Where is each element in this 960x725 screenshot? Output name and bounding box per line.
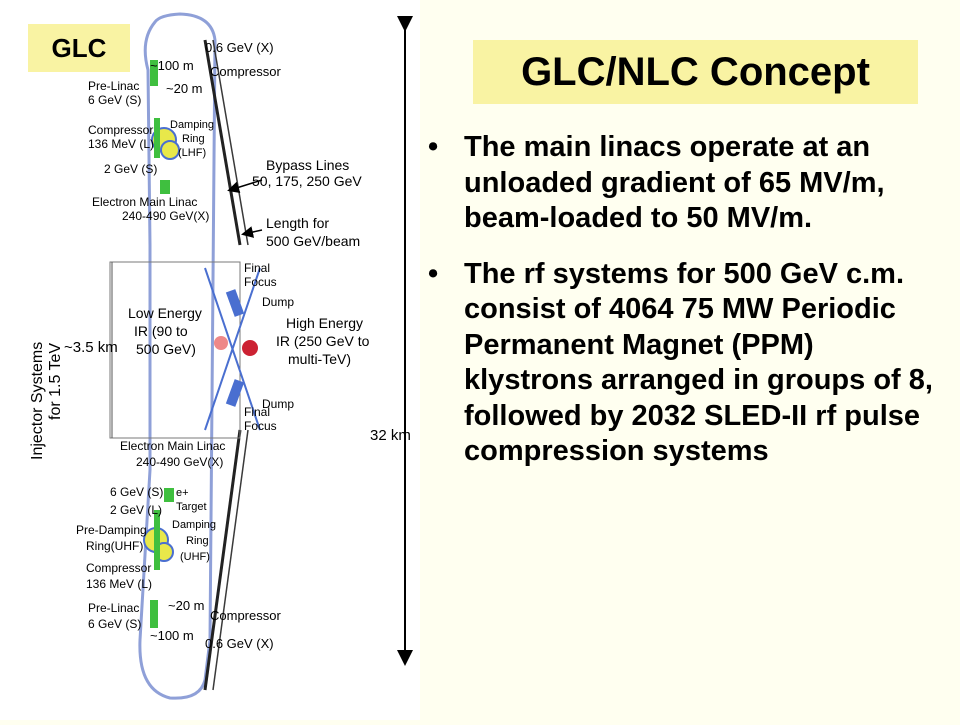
label-damping-top-2: Ring [182,133,205,145]
label-high-2: IR (250 GeV to [276,333,370,349]
bullet-text: The main linacs operate at an unloaded g… [464,131,885,234]
electron-main-linac-bottom [203,429,242,691]
label-length-1: Length for [266,215,329,231]
label-pre-damp-1: Pre-Damping [76,523,147,537]
label-eml-top-1: Electron Main Linac [92,195,197,209]
bullet-text: The rf systems for 500 GeV c.m. consist … [464,257,933,468]
label-prelinac-bottom-2: 6 GeV (S) [88,617,141,631]
label-6gev-bottom: 6 GeV (S) [110,485,163,499]
label-high-1: High Energy [286,315,363,331]
bullet-dot: • [428,257,439,290]
collider-layout-svg: ~100 m ~20 m Pre-Linac 6 GeV (S) 0.6 GeV… [29,12,413,700]
label-damping-bottom-2: Ring [186,535,209,547]
label-target: Target [176,501,207,513]
pre-linac-block-bottom [150,600,158,628]
linac-segment-bottom [154,510,160,570]
label-compressor-top: Compressor [210,64,281,79]
label-prelinac-bottom-1: Pre-Linac [88,601,139,615]
label-comp136-top-1: Compressor [88,123,153,137]
ir-crossing-line-2 [204,267,261,431]
label-prelinac-top-1: Pre-Linac [88,79,139,93]
label-eplus: e+ [176,487,189,499]
label-06gev-top: 0.6 GeV (X) [205,40,274,55]
final-focus-magnet-top [225,289,245,317]
bullet-list: • The main linacs operate at an unloaded… [424,130,944,490]
label-prelinac-top-2: 6 GeV (S) [88,93,141,107]
compressor-block-top [160,180,170,194]
bypass-leader [227,179,263,194]
label-20m-bottom: ~20 m [168,598,205,613]
label-low-1: Low Energy [128,305,202,321]
label-eml-top-2: 240-490 GeV(X) [122,209,209,223]
label-eml-bottom-1: Electron Main Linac [120,439,225,453]
label-3-5km: ~3.5 km [64,339,118,356]
ir-region-box [109,261,241,439]
label-06gev-bottom: 0.6 GeV (X) [205,636,274,651]
low-energy-ir-point [214,336,228,350]
label-100m-top: ~100 m [150,58,194,73]
bypass-line-bottom [212,429,249,691]
high-energy-ir-point [242,340,258,356]
label-length-2: 500 GeV/beam [266,233,360,249]
label-damping-bottom-3: (UHF) [180,551,210,563]
label-comp136-bottom-2: 136 MeV (L) [86,577,152,591]
label-pre-damp-2: Ring(UHF) [86,539,143,553]
outer-loop-outline [138,12,217,700]
label-compressor-bottom: Compressor [210,608,281,623]
label-2gev-bottom: 2 GeV (L) [110,503,162,517]
label-dump-bottom: Dump [262,397,294,411]
label-bypass-2: 50, 175, 250 GeV [252,173,362,189]
label-low-2: IR (90 to [134,323,188,339]
slide-title: GLC/NLC Concept [473,40,918,104]
label-injector-2: for 1.5 TeV [47,343,64,420]
glc-badge: GLC [28,24,130,72]
bullet-item: • The main linacs operate at an unloaded… [424,130,944,237]
label-low-3: 500 GeV) [136,341,196,357]
label-injector-1: Injector Systems [29,342,46,460]
collider-diagram: ~100 m ~20 m Pre-Linac 6 GeV (S) 0.6 GeV… [0,0,420,720]
label-20m-top: ~20 m [166,81,203,96]
label-damping-top-3: (LHF) [178,147,206,159]
label-final-bottom-1: Final [244,405,270,419]
final-focus-magnet-bottom [225,379,245,407]
label-final-top-1: Final [244,261,270,275]
pre-linac-block-top [150,60,158,86]
label-bypass-1: Bypass Lines [266,157,349,173]
bullet-item: • The rf systems for 500 GeV c.m. consis… [424,257,944,470]
positron-target-block [164,488,174,502]
label-100m-bottom: ~100 m [150,628,194,643]
label-comp136-bottom-1: Compressor [86,561,151,575]
label-dump-top: Dump [262,295,294,309]
label-2gev-top: 2 GeV (S) [104,162,157,176]
damping-ring-top-inner [160,140,180,160]
label-damping-top-1: Damping [170,119,214,131]
bypass-line-top [212,39,249,246]
electron-main-linac-top [203,39,242,246]
linac-segment-top [154,118,160,158]
label-eml-bottom-2: 240-490 GeV(X) [136,455,223,469]
label-final-bottom-2: Focus [244,419,277,433]
label-final-top-2: Focus [244,275,277,289]
length-leader [241,226,263,238]
label-high-3: multi-TeV) [288,351,351,367]
label-comp136-top-2: 136 MeV (L) [88,137,154,151]
label-damping-bottom-1: Damping [172,519,216,531]
label-32km: 32 km [370,427,411,444]
bullet-dot: • [428,131,439,163]
